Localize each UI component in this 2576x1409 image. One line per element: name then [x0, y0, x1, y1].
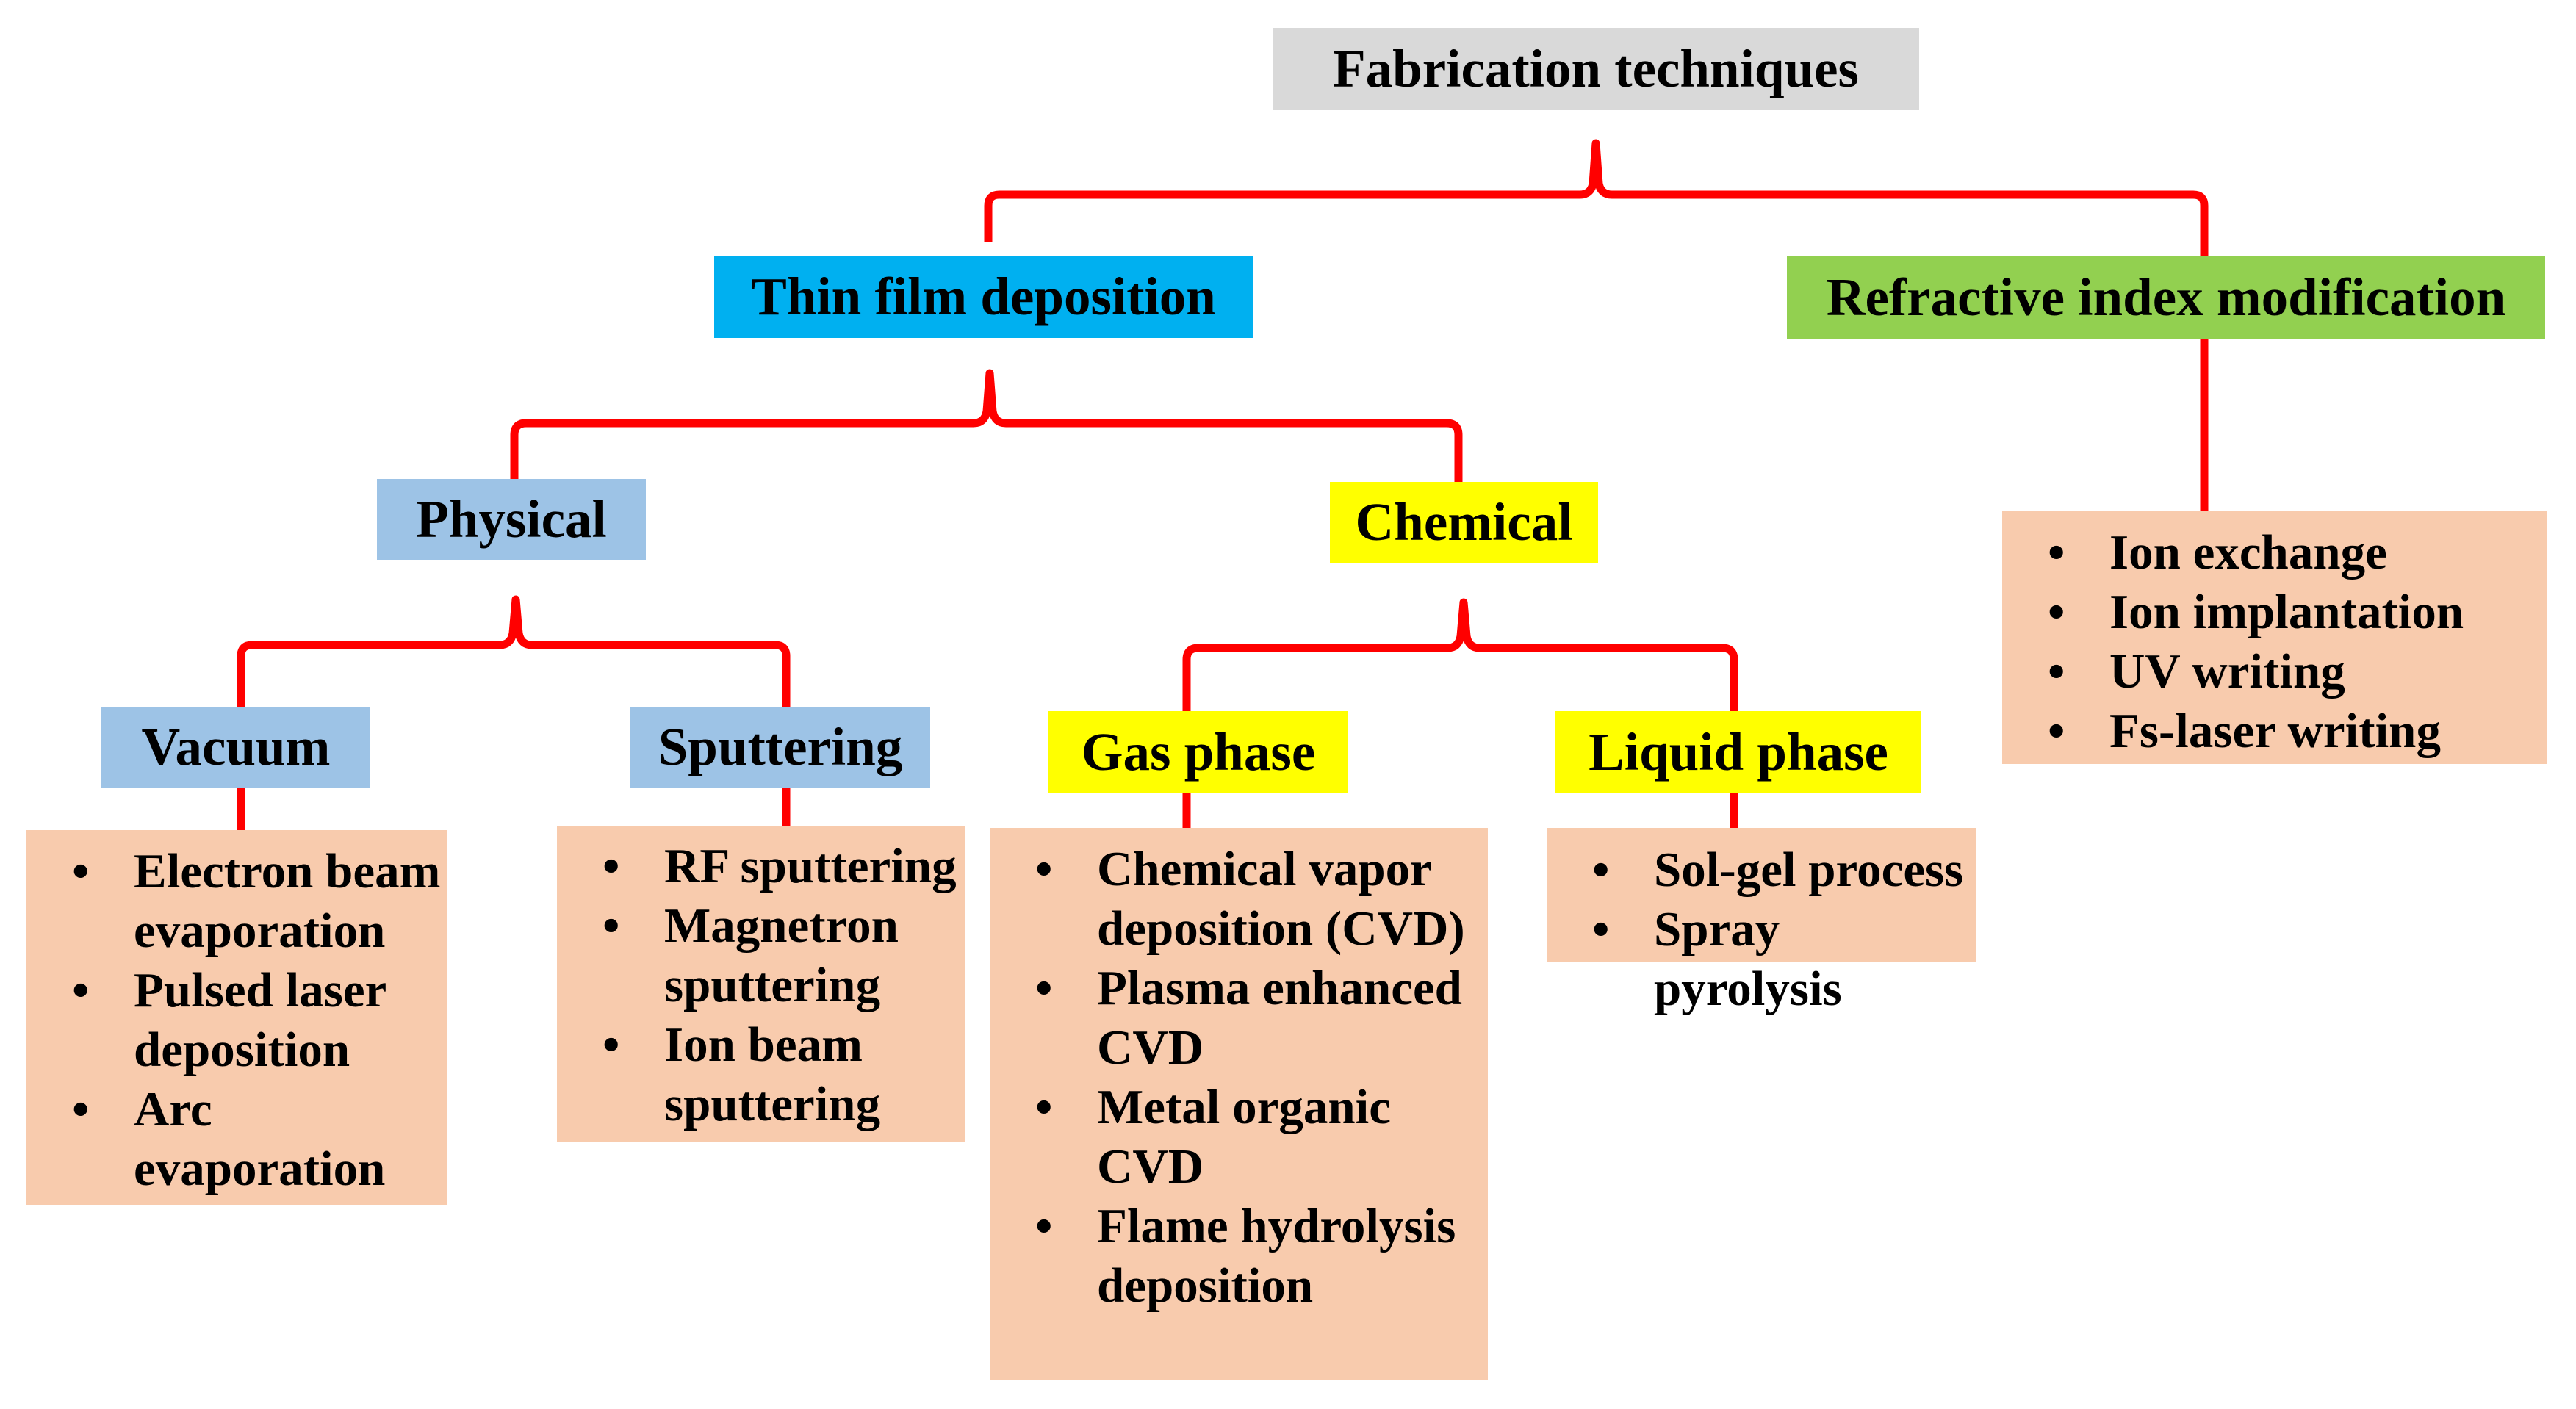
list-item: Electron beam evaporation [56, 842, 450, 961]
list-item: Fs-laser writing [2032, 702, 2547, 761]
sputtering-node: Sputtering [630, 707, 930, 788]
thin-film-label: Thin film deposition [751, 267, 1216, 326]
root-node: Fabrication techniques [1273, 28, 1919, 110]
liquid-phase-label: Liquid phase [1589, 722, 1888, 782]
liquid-phase-methods-list: Sol-gel process Spray pyrolysis [1547, 828, 1976, 1016]
physical-node: Physical [377, 479, 646, 560]
vacuum-node: Vacuum [101, 707, 370, 788]
list-item: Arc evaporation [56, 1080, 413, 1199]
liquid-phase-node: Liquid phase [1555, 711, 1921, 793]
list-item: Ion beam sputtering [586, 1015, 907, 1134]
chemical-label: Chemical [1355, 492, 1573, 552]
vacuum-methods-list: Electron beam evaporation Pulsed laser d… [26, 830, 447, 1205]
list-item: Pulsed laser deposition [56, 961, 428, 1080]
list-item: Plasma enhanced CVD [1019, 959, 1479, 1078]
chemical-node: Chemical [1330, 482, 1598, 563]
sputtering-methods-list: RF sputtering Magnetron sputtering Ion b… [557, 826, 965, 1142]
list-item: Ion implantation [2032, 583, 2547, 642]
refractive-node: Refractive index modification [1787, 256, 2545, 339]
connector-thin-film [510, 369, 1463, 482]
list-item: Chemical vapor deposition (CVD) [1019, 840, 1479, 959]
list-item: Sol-gel process [1576, 840, 1976, 900]
gas-phase-node: Gas phase [1048, 711, 1348, 793]
sputtering-label: Sputtering [658, 717, 903, 776]
list-item: Flame hydrolysis deposition [1019, 1197, 1479, 1316]
vacuum-label: Vacuum [141, 717, 331, 776]
gas-phase-label: Gas phase [1081, 722, 1316, 782]
root-label: Fabrication techniques [1333, 39, 1859, 98]
refractive-label: Refractive index modification [1826, 267, 2506, 327]
list-item: RF sputtering [586, 837, 965, 896]
connector-chemical [1182, 598, 1738, 711]
connector-physical [237, 595, 791, 707]
gas-phase-methods-list: Chemical vapor deposition (CVD) Plasma e… [990, 828, 1488, 1380]
thin-film-node: Thin film deposition [714, 256, 1253, 338]
list-item: UV writing [2032, 642, 2547, 702]
physical-label: Physical [416, 489, 607, 549]
list-item: Ion exchange [2032, 523, 2547, 583]
list-item: Metal organic CVD [1019, 1078, 1413, 1197]
list-item: Spray pyrolysis [1576, 900, 1976, 1019]
refractive-methods-list: Ion exchange Ion implantation UV writing… [2002, 511, 2547, 764]
list-item: Magnetron sputtering [586, 896, 907, 1015]
connector-root [984, 139, 2209, 256]
